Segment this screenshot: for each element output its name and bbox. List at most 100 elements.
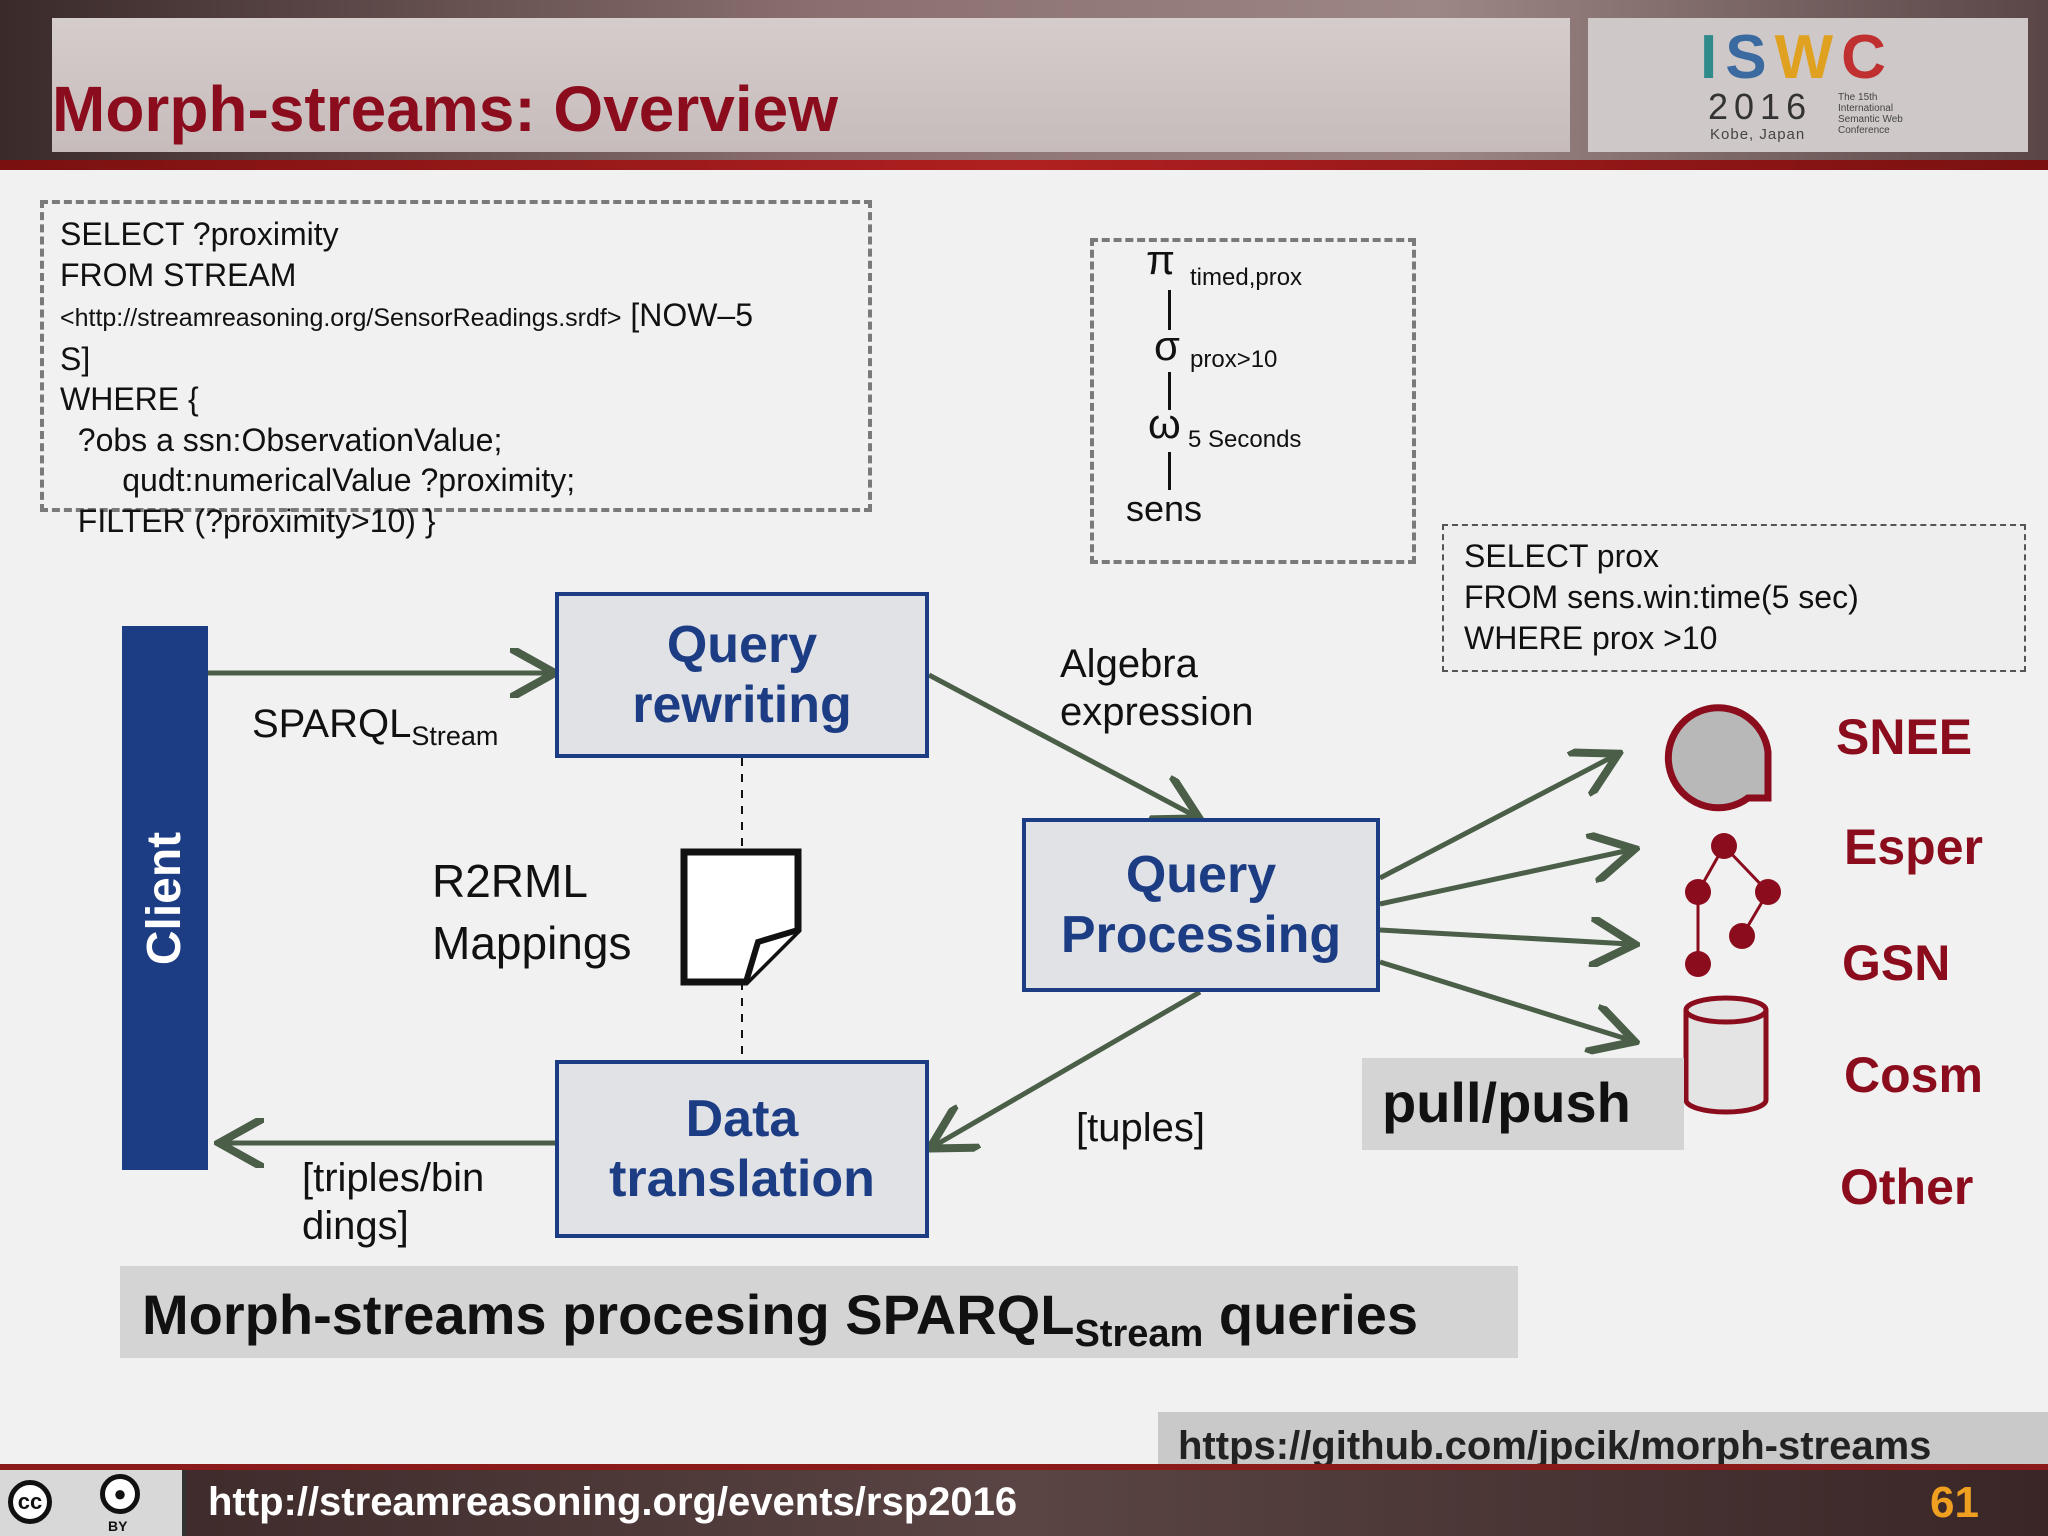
query-line: ?obs a ssn:ObservationValue;: [60, 421, 503, 458]
cc-text: cc: [17, 1489, 43, 1514]
graph-node: [1685, 951, 1711, 977]
engine-cosm: Cosm: [1844, 1047, 1983, 1103]
sigma-subscript: prox>10: [1190, 346, 1278, 373]
footer-rule: [0, 1464, 2048, 1470]
github-url[interactable]: https://github.com/jpcik/morph-streams: [1178, 1424, 1932, 1468]
box-label: translation: [609, 1150, 875, 1208]
label-main: SPARQL: [252, 702, 412, 746]
pi-subscript: timed,prox: [1190, 264, 1303, 291]
caption-part: Morph-streams procesing SPARQL: [142, 1283, 1075, 1346]
logo-letter: I: [1700, 23, 1726, 92]
label-sub: Stream: [411, 721, 499, 751]
sparql-query-box: [40, 200, 872, 512]
query-line: FROM STREAM: [60, 256, 297, 293]
query-line: WHERE {: [60, 381, 199, 417]
sigma-symbol: σ: [1154, 322, 1180, 369]
arrow-to-snee: [1378, 756, 1614, 881]
engine-gsn: GSN: [1842, 935, 1951, 991]
query-line: FILTER (?proximity>10) }: [60, 502, 436, 539]
caption-text: Morph-streams procesing SPARQLStream que…: [142, 1282, 1418, 1356]
header-rule: [0, 160, 2048, 170]
tree-edge: [1168, 290, 1171, 330]
algebra-omega: ω: [1148, 400, 1181, 448]
page-number: 61: [1930, 1478, 1979, 1527]
graph-node: [1729, 923, 1755, 949]
algebra-leaf: sens: [1126, 488, 1203, 529]
query-line: WHERE prox >10: [1464, 620, 1718, 656]
query-line: S]: [60, 340, 91, 377]
box-label: Data: [685, 1090, 799, 1148]
label-line: Mappings: [432, 917, 632, 969]
logo-letter: C: [1841, 23, 1894, 92]
iswc-logo: [1588, 18, 2028, 152]
logo-city: Kobe, Japan: [1710, 126, 1806, 143]
logo-conference: The 15th International Semantic Web Conf…: [1838, 92, 1903, 136]
sparql-query-text: SELECT ?proximity FROM STREAM <http://st…: [60, 214, 753, 541]
logo-letter: S: [1725, 23, 1775, 92]
client-label-wrap: Client: [122, 626, 208, 1170]
database-top: [1683, 995, 1769, 1025]
title-panel: [52, 18, 1570, 152]
graph-node: [1685, 879, 1711, 905]
arrow-to-cosm: [1379, 959, 1630, 1040]
by-label: BY: [108, 1518, 128, 1534]
footer-url[interactable]: http://streamreasoning.org/events/rsp201…: [208, 1480, 1018, 1524]
database-icon: [1683, 1010, 1769, 1115]
query-line: SELECT prox: [1464, 538, 1660, 574]
graph-node: [1711, 833, 1737, 859]
graph-node: [1755, 879, 1781, 905]
engine-other: Other: [1840, 1159, 1974, 1215]
box-label: Query: [666, 616, 818, 674]
sparql-stream-label: SPARQLStream: [252, 702, 498, 752]
logo-year: 2016: [1708, 86, 1813, 127]
caption-panel: [120, 1266, 1518, 1358]
box-label: Query: [1125, 846, 1277, 904]
document-fold: [743, 927, 799, 983]
arrow-to-gsn: [1379, 930, 1630, 944]
r2rml-mappings-label: R2RML Mappings: [432, 850, 631, 974]
algebra-sigma: σ: [1154, 322, 1180, 370]
graph-network-icon: [1696, 844, 1770, 964]
pi-symbol: π: [1146, 236, 1175, 283]
query-line: [NOW–5: [621, 297, 754, 333]
tuples-label: [tuples]: [1076, 1106, 1205, 1150]
client-label: Client: [138, 831, 192, 965]
algebra-pi: π: [1146, 236, 1175, 284]
cc-icon: cc: [8, 1480, 52, 1524]
query-line: SELECT ?proximity: [60, 216, 339, 252]
slide-title: Morph-streams: Overview: [52, 73, 839, 145]
label-line: expression: [1060, 690, 1254, 734]
arrow-to-processing: [927, 672, 1195, 816]
label-line: [triples/bin: [302, 1156, 485, 1200]
client-bar: [122, 626, 208, 1170]
omega-subscript: 5 Seconds: [1188, 426, 1302, 453]
query-line: qudt:numericalValue ?proximity;: [60, 462, 576, 498]
algebra-tree-box: [1090, 238, 1416, 564]
person-icon: ●: [100, 1474, 140, 1514]
caption-part: queries: [1203, 1283, 1419, 1346]
pull-push-label: pull/push: [1382, 1071, 1631, 1134]
box-label: rewriting: [632, 676, 852, 734]
footer-bar: [0, 1470, 2048, 1536]
logo-letter: W: [1774, 23, 1842, 92]
caption-sub: Stream: [1074, 1313, 1204, 1355]
arrow-to-translation: [934, 989, 1202, 1146]
document-icon: [680, 848, 802, 986]
snee-query-box: [1442, 524, 2026, 672]
label-line: R2RML: [432, 855, 588, 907]
engine-snee: SNEE: [1836, 709, 1973, 765]
arrow-to-esper: [1379, 850, 1630, 907]
tree-edge: [1168, 452, 1171, 490]
label-line: dings]: [302, 1204, 409, 1248]
box-label: Processing: [1060, 906, 1342, 964]
speech-bubble-icon: [1664, 704, 1772, 812]
pull-push-panel: [1362, 1058, 1684, 1150]
tree-edge: [1168, 372, 1171, 410]
query-line: FROM sens.win:time(5 sec): [1464, 579, 1859, 615]
